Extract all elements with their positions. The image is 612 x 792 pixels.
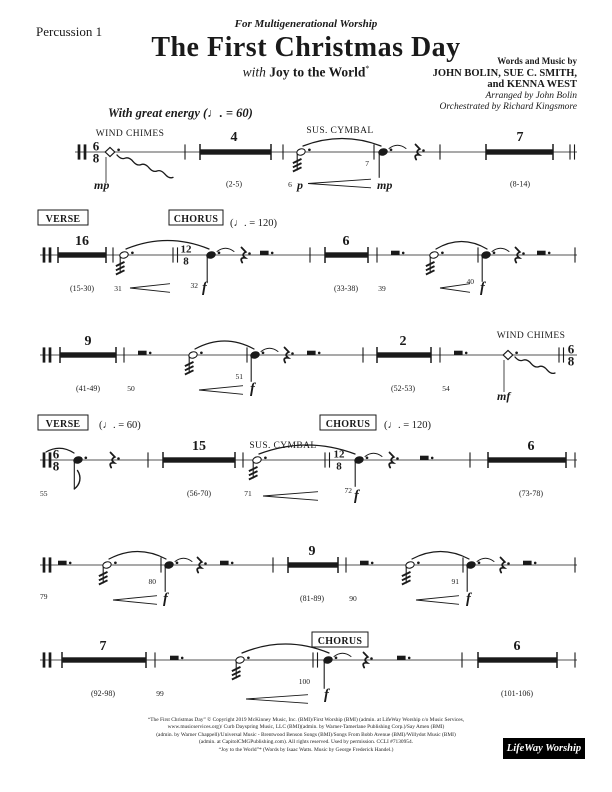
time-signature-bottom: 8 <box>568 354 575 369</box>
time-signature-bottom: 8 <box>183 256 189 268</box>
copyright-line: “Joy to the World”* (Words by Isaac Watt… <box>218 746 394 753</box>
subtitle-asterisk: * <box>365 64 370 73</box>
time-signature-bottom: 8 <box>53 459 60 474</box>
instrument-cue-sus-cymbal: SUS. CYMBAL <box>306 126 373 136</box>
rehearsal-box-verse: VERSE <box>46 419 81 430</box>
instrument-cue-wind-chimes: WIND CHIMES <box>96 129 165 139</box>
dynamic-p: p <box>296 178 303 192</box>
credit-authors-1: JOHN BOLIN, SUE C. SMITH, <box>432 67 577 79</box>
dynamic-mp: mp <box>377 178 392 192</box>
notation-shapes <box>37 137 577 704</box>
measure-range: (101-106) <box>501 689 533 698</box>
instrument-cue-wind-chimes: WIND CHIMES <box>497 331 566 341</box>
dynamic-mp: mp <box>94 178 109 192</box>
measure-number: 91 <box>452 577 460 586</box>
copyright-line: www.musicservices.org)/ Curb Dayspring M… <box>167 724 445 731</box>
copyright-block: “The First Christmas Day” © Copyright 20… <box>0 717 612 754</box>
measure-range: (41-49) <box>76 384 100 393</box>
measure-number: 55 <box>40 489 48 498</box>
multirest-count: 9 <box>309 544 316 559</box>
series-heading: For Multigenerational Worship <box>234 18 378 30</box>
multirest-count: 9 <box>85 334 92 349</box>
multirest-count: 7 <box>517 130 524 145</box>
multirest-count: 2 <box>400 334 407 349</box>
multirest-count: 6 <box>343 234 350 249</box>
time-signature-top: 6 <box>568 342 575 357</box>
dynamic-f: f <box>163 591 170 607</box>
measure-number: 54 <box>442 384 450 393</box>
dynamic-f: f <box>466 591 473 607</box>
rehearsal-box-chorus: CHORUS <box>318 636 363 647</box>
measure-range: (15-30) <box>70 284 94 293</box>
measure-number: 99 <box>156 689 164 698</box>
copyright-line: (admin. by Warner Chappell)/Universal Mu… <box>156 731 456 738</box>
dynamic-f: f <box>354 488 361 504</box>
multirest-count: 16 <box>75 234 89 249</box>
time-signature-bottom: 8 <box>336 461 342 473</box>
measure-number: 100 <box>299 677 311 686</box>
measure-number: 50 <box>127 384 135 393</box>
multirest-count: 6 <box>528 439 535 454</box>
measure-range: (73-78) <box>519 489 543 498</box>
multirest-count: 6 <box>514 639 521 654</box>
subtitle-song: Joy to the World <box>269 64 366 80</box>
rehearsal-box-verse: VERSE <box>46 214 81 225</box>
rehearsal-box-chorus: CHORUS <box>326 419 371 430</box>
publisher-logo: LifeWay Worship <box>503 738 585 759</box>
dynamic-f: f <box>202 280 209 296</box>
multirest-count: 15 <box>192 439 206 454</box>
part-name: Percussion 1 <box>36 24 103 39</box>
dynamic-f: f <box>250 381 257 397</box>
instrument-cue-sus-cymbal: SUS. CYMBAL <box>249 441 316 451</box>
dynamic-f: f <box>480 280 487 296</box>
publisher-logo-text: LifeWay Worship <box>506 743 582 754</box>
subtitle: with Joy to the World* <box>0 64 612 81</box>
measure-number: 39 <box>378 284 386 293</box>
time-signature-top: 12 <box>181 244 193 256</box>
measure-number: 7 <box>365 159 369 168</box>
measure-range: (56-70) <box>187 489 211 498</box>
tempo-indication: (♩. = 60) <box>99 420 141 431</box>
measure-range: (8-14) <box>510 180 530 189</box>
rehearsal-box-chorus: CHORUS <box>174 214 219 225</box>
credit-arranger: Arranged by John Bolin <box>485 90 577 101</box>
subtitle-with: with <box>242 64 266 80</box>
measure-range: (33-38) <box>334 284 358 293</box>
measure-number: 40 <box>467 277 475 286</box>
credit-orchestrator: Orchestrated by Richard Kingsmore <box>439 102 577 112</box>
tempo-indication: (♩. = 120) <box>230 218 278 229</box>
credit-authors-2: and KENNA WEST <box>487 79 577 90</box>
dynamic-mf: mf <box>497 389 511 403</box>
credits-block: Words and Music by JOHN BOLIN, SUE C. SM… <box>433 56 577 114</box>
tempo-indication: (♩. = 120) <box>384 420 432 431</box>
measure-number: 90 <box>349 594 357 603</box>
measure-range: (92-98) <box>91 689 115 698</box>
measure-number: 6 <box>288 180 292 189</box>
copyright-line: “The First Christmas Day” © Copyright 20… <box>147 717 465 723</box>
measure-number: 51 <box>236 372 244 381</box>
page-title: The First Christmas Day <box>151 32 461 63</box>
time-signature-bottom: 8 <box>93 151 100 166</box>
time-signature-top: 6 <box>93 139 100 154</box>
measure-number: 79 <box>40 592 48 601</box>
time-signature-top: 6 <box>53 447 60 462</box>
measure-range: (2-5) <box>226 180 242 189</box>
measure-number: 80 <box>149 577 157 586</box>
tempo-marking: With great energy (♩. = 60) <box>108 106 253 120</box>
measure-range: (52-53) <box>391 384 415 393</box>
measure-range: (81-89) <box>300 594 324 603</box>
copyright-line: (admin. at CapitolCMGPublishing.com). Al… <box>198 739 414 746</box>
multirest-count: 4 <box>231 130 238 145</box>
dynamic-f: f <box>324 687 331 703</box>
measure-number: 71 <box>244 489 252 498</box>
measure-number: 31 <box>114 284 122 293</box>
multirest-count: 7 <box>100 639 107 654</box>
measure-number: 72 <box>345 486 353 495</box>
credit-heading: Words and Music by <box>497 56 577 66</box>
time-signature-top: 12 <box>334 449 346 461</box>
measure-number: 32 <box>191 281 199 290</box>
